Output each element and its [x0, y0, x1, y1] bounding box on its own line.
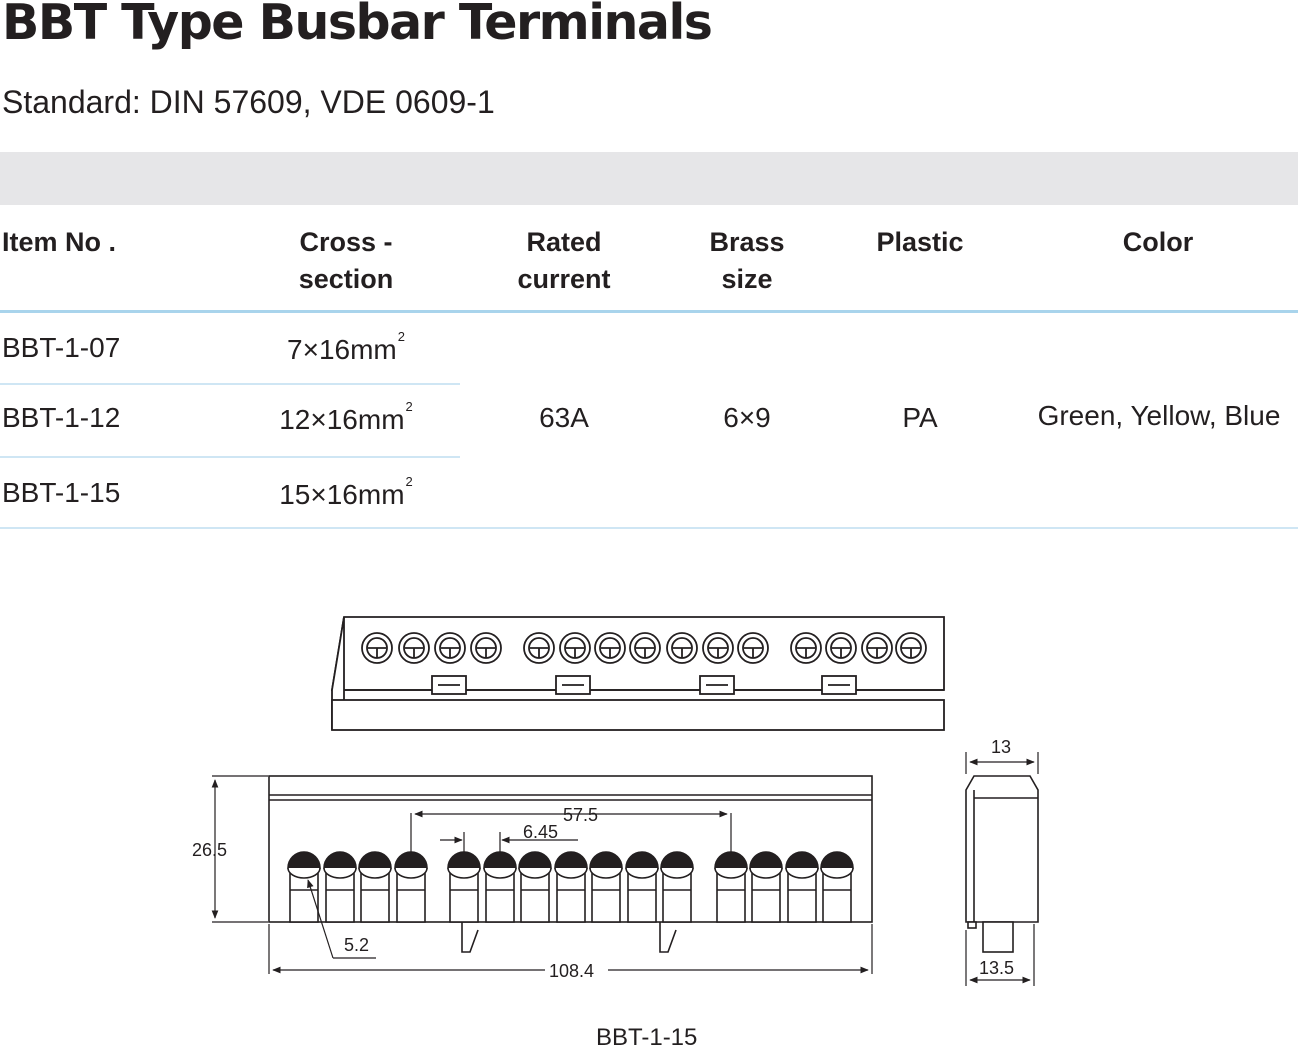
mounting-clip	[461, 922, 479, 953]
col-header-cross-line2: section	[298, 264, 394, 294]
col-header-rated-line2: current	[517, 264, 611, 294]
screw-cap-lip	[394, 867, 428, 879]
cell-brass-size: 6×9	[723, 402, 771, 433]
screw-cap	[358, 851, 392, 869]
screw-cap-lip	[447, 867, 481, 879]
perspective-base	[331, 699, 945, 731]
screw-cap-lip	[589, 867, 623, 879]
terminal-perspective-view	[330, 616, 945, 731]
col-header-cross: Cross - section	[246, 224, 446, 298]
screw-cap-lip	[625, 867, 659, 879]
cell-cross-2-value: 12×16mm	[279, 404, 405, 435]
dimension-lines	[211, 752, 1039, 986]
cell-plastic: PA	[902, 402, 938, 433]
cell-color: Green, Yellow, Blue	[1037, 400, 1281, 431]
screw-cap	[483, 851, 517, 869]
screw-cap	[589, 851, 623, 869]
screw-cap	[714, 851, 748, 869]
leader-line	[307, 879, 334, 959]
cell-item-1: BBT-1-07	[2, 332, 121, 363]
screw-cap	[625, 851, 659, 869]
screw-cap-lip	[785, 867, 819, 879]
terminal-front-view	[268, 775, 873, 953]
cell-item-2: BBT-1-12	[2, 402, 121, 433]
col-header-item: Item No .	[2, 227, 117, 257]
dim-side-top: 13	[991, 737, 1011, 757]
terminal-drawing: 26.5 57.5 6.45 5.2 108.4 13 13.5	[192, 616, 1039, 986]
standard-text: Standard: DIN 57609, VDE 0609-1	[2, 84, 495, 120]
dim-hole: 5.2	[344, 935, 369, 955]
screw-cap-lip	[660, 867, 694, 879]
side-body	[965, 775, 1039, 923]
screw-cap	[660, 851, 694, 869]
row-divider-2	[0, 456, 460, 458]
cell-cross-3: 15×16mm2	[246, 474, 446, 511]
page-title: BBT Type Busbar Terminals	[2, 0, 713, 51]
screw-cap-lip	[483, 867, 517, 879]
dim-height: 26.5	[192, 840, 227, 860]
screw-cap	[785, 851, 819, 869]
screw-cap-lip	[287, 867, 321, 879]
col-header-brass-line1: Brass	[709, 227, 785, 257]
cell-cross-1: 7×16mm2	[246, 329, 446, 366]
cell-item-3: BBT-1-15	[2, 477, 121, 508]
row-divider-1	[0, 383, 460, 385]
col-header-brass-line2: size	[721, 264, 773, 294]
screw-cap	[554, 851, 588, 869]
col-header-plastic: Plastic	[876, 227, 964, 257]
screw-cap-lip	[714, 867, 748, 879]
col-header-cross-line1: Cross -	[299, 227, 393, 257]
cell-rated-current: 63A	[539, 402, 589, 433]
screw-cap	[820, 851, 854, 869]
screw-cap-lip	[323, 867, 357, 879]
screw-cap-lip	[554, 867, 588, 879]
mounting-clip	[659, 922, 677, 953]
screw-cap	[394, 851, 428, 869]
dim-length: 108.4	[549, 961, 594, 981]
screw-cap	[749, 851, 783, 869]
side-foot	[982, 921, 1014, 953]
cell-cross-1-value: 7×16mm	[287, 334, 397, 365]
col-header-brass: Brass size	[647, 224, 847, 298]
col-header-color: Color	[1122, 227, 1194, 257]
dim-pitch-group: 57.5	[563, 805, 598, 825]
header-divider	[0, 310, 1298, 313]
cell-cross-2-sup: 2	[405, 399, 413, 414]
screw-cap	[518, 851, 552, 869]
screw-cap	[323, 851, 357, 869]
screw-cap	[447, 851, 481, 869]
cell-cross-2: 12×16mm2	[246, 399, 446, 436]
screw-cap-lip	[749, 867, 783, 879]
dim-side-bottom: 13.5	[979, 958, 1014, 978]
cell-cross-3-value: 15×16mm	[279, 479, 405, 510]
col-header-rated-line1: Rated	[526, 227, 602, 257]
dim-pitch: 6.45	[523, 822, 558, 842]
header-band	[0, 152, 1298, 205]
terminal-side-view	[965, 775, 1039, 953]
screw-cap-lip	[358, 867, 392, 879]
screw-cap-lip	[820, 867, 854, 879]
side-hook	[967, 921, 977, 929]
drawing-caption: BBT-1-15	[596, 1024, 698, 1049]
table-bottom-rule	[0, 527, 1298, 529]
col-header-rated: Rated current	[464, 224, 664, 298]
cell-cross-3-sup: 2	[405, 474, 413, 489]
cell-cross-1-sup: 2	[397, 329, 405, 344]
screw-cap	[287, 851, 321, 869]
screw-cap-lip	[518, 867, 552, 879]
